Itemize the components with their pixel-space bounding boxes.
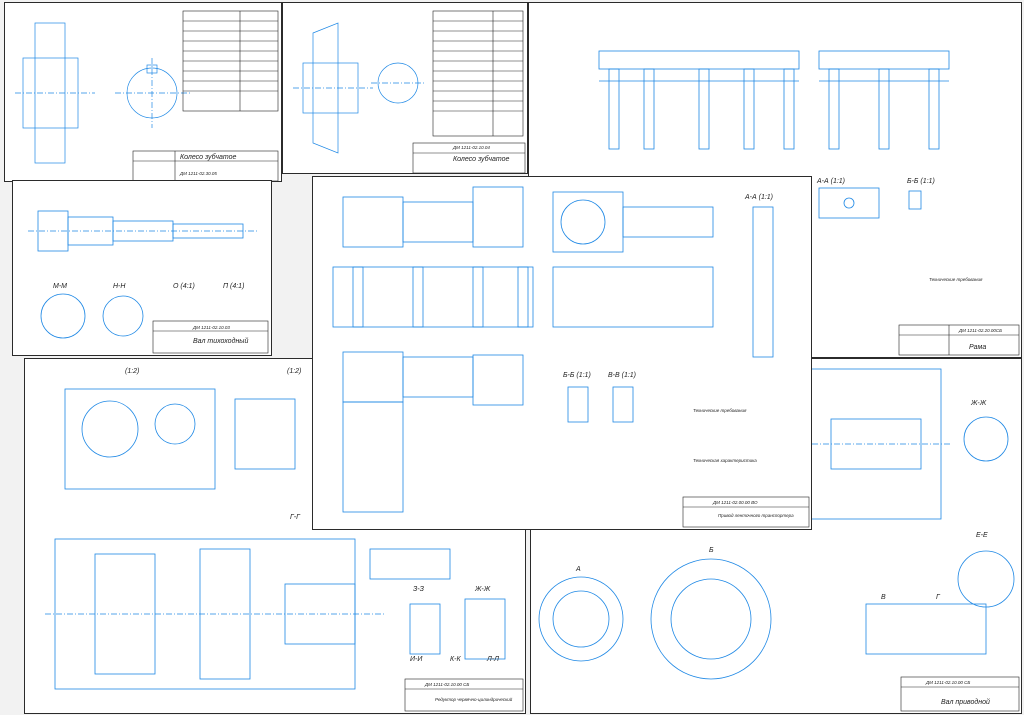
view-sec-33: З-З (413, 586, 425, 593)
frame-section-aa: А-А (1:1) (816, 178, 845, 185)
frame-section-bb: Б-Б (1:1) (907, 178, 935, 185)
main-drive-drawing: А-А (1:1) Б-Б (1:1) В-В (1:1) Технически… (332, 186, 810, 528)
shaft-section-nn: Н-Н (113, 283, 126, 290)
view-sec-zhzh: Ж-Ж (474, 586, 491, 593)
view-sec-gg: Г-Г (290, 514, 301, 521)
main-code: ДМ 1211-02.00.00 ВО (712, 500, 758, 505)
sheet-shaft: М-М Н-Н О (4:1) П (4:1) Вал тихоходный Д… (12, 180, 272, 356)
assembly-view-a: А (575, 566, 581, 573)
assembly-title: Вал приводной (941, 698, 990, 706)
frame-code: ДМ 1211-02.20.00СБ (958, 328, 1002, 333)
sheet-main-drive: А-А (1:1) Б-Б (1:1) В-В (1:1) Технически… (312, 176, 812, 530)
shaft-section-mm: М-М (53, 283, 67, 290)
gearbox-drawing: (1:2) (1:2) Редуктор червячно-цилиндриче… (45, 368, 524, 712)
bevel-gear-title: Колесо зубчатое (453, 155, 510, 163)
main-section-vv: В-В (1:1) (608, 372, 636, 379)
sheet-gear-wheel: Колесо зубчатое ДМ 1211-02.30.05 (4, 2, 282, 182)
gear-wheel-drawing: Колесо зубчатое ДМ 1211-02.30.05 (15, 10, 279, 181)
view-sec-ll: Л-Л (486, 656, 499, 663)
shaft-assembly-drawing: Ж-Ж Е-Е А Б В Г Вал приводной ДМ 1211-02… (538, 368, 1020, 712)
shaft-title: Вал тихоходный (193, 337, 248, 345)
main-section-aa: А-А (1:1) (744, 194, 773, 201)
view-sec-kk: К-К (450, 656, 461, 663)
main-notes-title: Технические требования (693, 408, 747, 413)
assembly-section-zz: Ж-Ж (970, 400, 987, 407)
bevel-gear-code: ДМ 1211-02.10.04 (452, 145, 490, 150)
shaft-detail-o: О (4:1) (173, 283, 195, 290)
shaft-drawing: М-М Н-Н О (4:1) П (4:1) Вал тихоходный Д… (28, 210, 269, 354)
shaft-code: ДМ 1211-02.10.03 (192, 325, 230, 330)
main-tech-title: Техническая характеристика (693, 458, 757, 463)
main-section-bb: Б-Б (1:1) (563, 372, 591, 379)
assembly-code: ДМ 1211-02.10.00 СБ (925, 680, 970, 685)
frame-title: Рама (969, 344, 986, 351)
assembly-view-v: В (881, 594, 886, 601)
shaft-detail-p: П (4:1) (223, 283, 244, 290)
gearbox-scale-a: (1:2) (125, 368, 139, 375)
assembly-view-g: Г (936, 594, 941, 601)
bevel-gear-drawing: Колесо зубчатое ДМ 1211-02.10.04 (293, 10, 526, 173)
gearbox-scale-b: (1:2) (287, 368, 301, 375)
gearbox-title: Редуктор червячно-цилиндрический (435, 696, 513, 702)
gear-wheel-code: ДМ 1211-02.30.05 (179, 171, 217, 176)
frame-notes-title: Технические требования (929, 277, 983, 282)
gear-wheel-title: Колесо зубчатое (180, 153, 237, 161)
frame-drawing: А-А (1:1) Б-Б (1:1) Технические требован… (598, 50, 1020, 356)
gearbox-code: ДМ 1211-02.10.00 СБ (424, 682, 469, 687)
assembly-view-b: Б (709, 547, 714, 554)
view-sec-ii: И-И (410, 656, 423, 663)
main-title: Привод ленточного транспортера (718, 513, 794, 518)
sheet-bevel-gear: Колесо зубчатое ДМ 1211-02.10.04 (282, 2, 528, 174)
assembly-section-ee: Е-Е (976, 532, 988, 539)
